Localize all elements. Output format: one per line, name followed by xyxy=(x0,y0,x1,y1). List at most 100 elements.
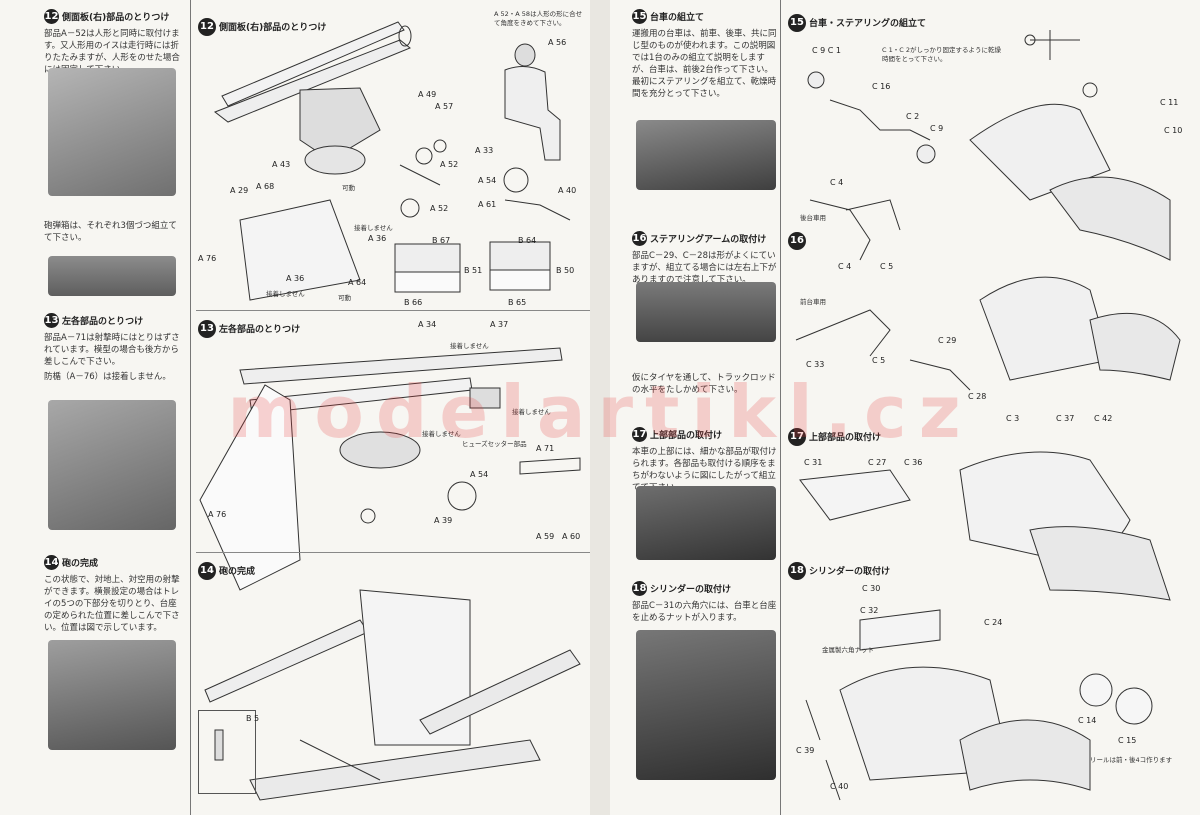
step-number: 13 xyxy=(198,319,216,338)
assembly-drawing-right xyxy=(795,30,1181,801)
step-title: 側面板(右)部品のとりつけ xyxy=(62,13,170,23)
step-text: 部品C－31の六角穴には、台車と台座を止めるナットが入ります。 xyxy=(632,601,777,623)
main-step-16-header: 16 xyxy=(788,230,809,250)
part-label: C 24 xyxy=(984,618,1003,627)
step-text: 運搬用の台車は、前車、後車、共に同じ型のものが使われます。この説明図では1台のみ… xyxy=(632,29,777,99)
part-label: B 65 xyxy=(508,298,527,307)
ammo-box-photo xyxy=(48,256,176,296)
step-number: 16 xyxy=(788,231,806,250)
part-label: A 54 xyxy=(470,470,489,479)
step-title: 側面板(右)部品のとりつけ xyxy=(219,23,327,33)
assembly-drawing-left xyxy=(199,21,581,801)
sidebar-ammo-note: 砲弾箱は、それぞれ3個づつ組立てて下さい。 xyxy=(44,221,177,243)
part-label: C 37 xyxy=(1056,414,1075,423)
part-label: C 3 xyxy=(1006,414,1020,423)
part-label: C 28 xyxy=(968,392,987,401)
step-number: 17 xyxy=(632,427,647,442)
gun-photo-1 xyxy=(48,68,176,196)
figure-note: A 52・A 58は人形の形に合せて角度をきめて下さい。 xyxy=(494,10,583,27)
step-text: 部品C－29、C－28は形がよくにていますが、組立てる場合には左右上下があります… xyxy=(632,251,777,285)
upper-parts-photo xyxy=(636,486,776,560)
part-label: A 43 xyxy=(272,160,291,169)
part-label: A 40 xyxy=(558,186,577,195)
step-number: 13 xyxy=(44,313,59,328)
part-label: A 33 xyxy=(475,146,494,155)
step-number: 15 xyxy=(632,9,647,24)
detail-inset xyxy=(198,710,256,794)
step-separator xyxy=(196,552,590,553)
part-label: C 9 xyxy=(930,124,944,133)
part-label: C 27 xyxy=(868,458,887,467)
gun-photo-2 xyxy=(48,400,176,530)
part-label: C 29 xyxy=(938,336,957,345)
rear-carriage-note: 後台車用 xyxy=(800,214,826,222)
front-carriage-note: 前台車用 xyxy=(800,298,826,306)
step-title: ステアリングアームの取付け xyxy=(650,235,767,245)
step-title: シリンダーの取付け xyxy=(809,567,891,577)
step-title: シリンダーの取付け xyxy=(650,585,732,595)
no-glue-note: 接着しません xyxy=(354,224,393,232)
part-label: C 10 xyxy=(1164,126,1183,135)
step-number: 18 xyxy=(632,581,647,596)
part-label: B 66 xyxy=(404,298,423,307)
part-label: B 50 xyxy=(556,266,575,275)
part-label: C 40 xyxy=(830,782,849,791)
step-text: この状態で、対地上、対空用の射撃ができます。横景設定の場合はトレイの5つの下部分… xyxy=(44,575,180,633)
column-divider xyxy=(780,0,781,815)
base-detail-photo xyxy=(48,640,176,750)
part-label: C 31 xyxy=(804,458,823,467)
part-label: C 4 xyxy=(838,262,852,271)
part-label: A 59 xyxy=(536,532,555,541)
step-title: 砲の完成 xyxy=(62,559,99,569)
part-label: A 52 xyxy=(430,204,449,213)
page-gutter xyxy=(590,0,610,815)
step-title: 砲の完成 xyxy=(219,567,256,577)
part-label: C 9 C 1 xyxy=(812,46,841,55)
part-label: A 71 xyxy=(536,444,555,453)
step-title: 台車・ステアリングの組立て xyxy=(809,19,927,29)
fuze-setter-note: ヒューズセッター部品 xyxy=(462,440,527,448)
part-label: B 5 xyxy=(246,714,260,723)
part-label: B 51 xyxy=(464,266,483,275)
reel-note: リールは前・後4コ作ります xyxy=(1090,756,1173,764)
part-label: A 64 xyxy=(348,278,367,287)
step-number: 12 xyxy=(198,17,216,36)
step-title: 上部部品の取付け xyxy=(809,433,882,443)
part-label: A 34 xyxy=(418,320,437,329)
part-label: A 76 xyxy=(208,510,227,519)
step-text-2: 防楯（A－76）は接着しません。 xyxy=(44,372,171,382)
chassis-photo xyxy=(636,120,776,190)
step-number: 15 xyxy=(788,13,806,32)
step-number: 18 xyxy=(788,561,806,580)
part-label: B 67 xyxy=(432,236,451,245)
part-label: C 33 xyxy=(806,360,825,369)
step-title: 左各部品のとりつけ xyxy=(62,317,144,327)
step-number: 14 xyxy=(44,555,59,570)
step-number: 14 xyxy=(198,561,216,580)
no-glue-note: 接着しません xyxy=(422,430,461,438)
part-label: C 14 xyxy=(1078,716,1097,725)
part-label: A 36 xyxy=(286,274,305,283)
part-label: A 54 xyxy=(478,176,497,185)
part-label: A 29 xyxy=(230,186,249,195)
movable-note: 可動 xyxy=(342,184,355,192)
part-label: C 42 xyxy=(1094,414,1113,423)
step-text: 部品A－71は射撃時にはとりはずされています。模型の場合も後方から差しこんで下さ… xyxy=(44,333,180,367)
no-glue-note: 接着しません xyxy=(266,290,305,298)
part-label: A 76 xyxy=(198,254,217,263)
step-title: 左各部品のとりつけ xyxy=(219,325,301,335)
part-label: C 5 xyxy=(872,356,886,365)
part-label: C 36 xyxy=(904,458,923,467)
no-glue-note: 接着しません xyxy=(450,342,489,350)
step-number: 17 xyxy=(788,427,806,446)
movable-note: 可動 xyxy=(338,294,351,302)
part-label: C 2 xyxy=(906,112,920,121)
